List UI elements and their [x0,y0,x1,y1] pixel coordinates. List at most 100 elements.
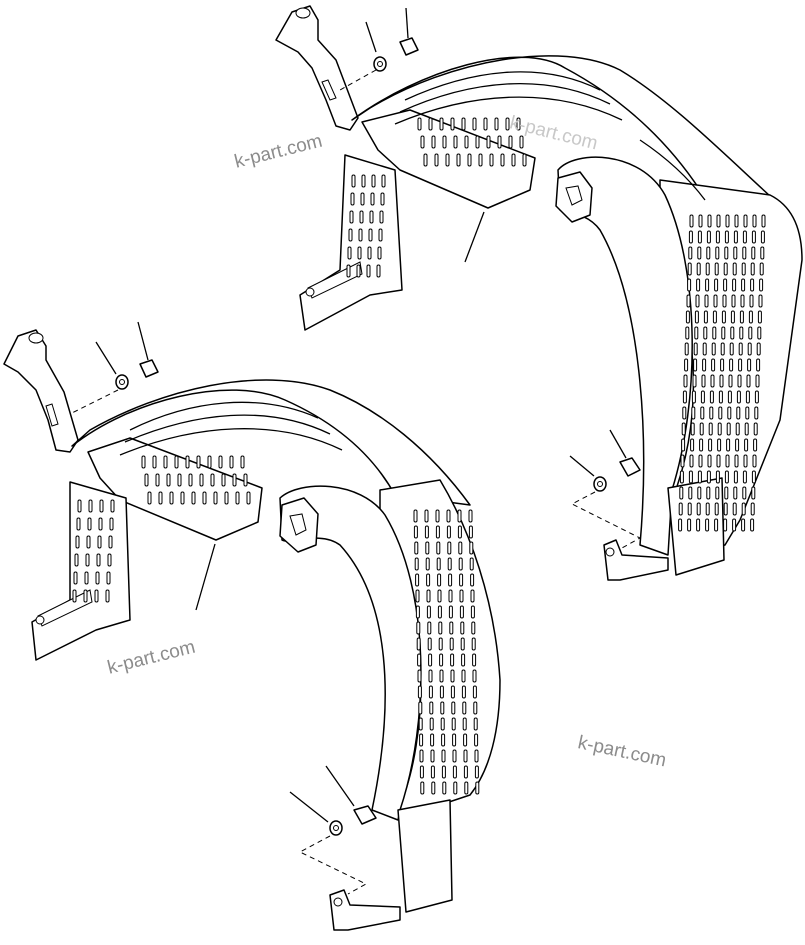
mesh-slot [460,637,465,651]
mesh-slot [84,571,89,585]
mesh-slot [442,135,447,149]
mesh-slot [347,246,352,260]
mesh-slot [723,502,728,516]
mesh-slot [155,473,160,487]
mesh-slot [450,669,455,683]
mesh-slot [511,153,516,167]
mesh-slot [457,525,462,539]
mesh-slot [522,153,527,167]
mesh-slot [744,422,749,436]
mesh-slot [751,230,756,244]
upper-bolt-leader [405,7,409,39]
mesh-slot [464,135,469,149]
mesh-slot [750,518,755,532]
mesh-slot [705,262,710,276]
mesh-slot [709,390,714,404]
mesh-slot [77,499,82,513]
mesh-slot [693,342,698,356]
mesh-slot [696,518,701,532]
mesh-slot [705,518,710,532]
mesh-slot [470,605,475,619]
mesh-slot [350,192,355,206]
mesh-slot [158,491,163,505]
mesh-slot [694,310,699,324]
mesh-slot [505,117,510,131]
mesh-slot [752,214,757,228]
mesh-slot [711,358,716,372]
upper-bolt-top [399,37,419,56]
mesh-slot [733,470,738,484]
mesh-slot [461,117,466,131]
mesh-slot [210,473,215,487]
lower-side-slots [72,455,480,795]
mesh-slot [753,422,758,436]
upper-part-leader [464,211,485,263]
mesh-slot [229,455,234,469]
mesh-slot [688,486,693,500]
mesh-slot [442,781,447,795]
mesh-slot [689,454,694,468]
mesh-slot [724,486,729,500]
mesh-slot [696,278,701,292]
mesh-slot [716,454,721,468]
mesh-slot [750,262,755,276]
mesh-slot [418,701,423,715]
lower-fender [3,329,501,931]
lower-mount-bracket [3,329,79,453]
mesh-slot [519,135,524,149]
mesh-slot [419,733,424,747]
mesh-slot [188,473,193,487]
mesh-slot [191,491,196,505]
mesh-slot [707,214,712,228]
mesh-slot [380,192,385,206]
mesh-slot [429,717,434,731]
mesh-slot [437,573,442,587]
mesh-slot [110,499,115,513]
mesh-slot [681,422,686,436]
mesh-slot [356,264,361,278]
mesh-slot [712,326,717,340]
mesh-slot [734,454,739,468]
mesh-slot [439,685,444,699]
mesh-slot [441,749,446,763]
mesh-slot [420,135,425,149]
mesh-slot [692,374,697,388]
mesh-slot [714,502,719,516]
mesh-slot [428,685,433,699]
mesh-slot [141,455,146,469]
upper-bottom-tab [603,539,669,581]
mesh-slot [708,438,713,452]
mesh-slot [686,294,691,308]
mesh-slot [450,685,455,699]
mesh-slot [732,262,737,276]
mesh-slot [690,438,695,452]
lower-bolt-lower [353,805,377,825]
mesh-slot [207,455,212,469]
mesh-slot [715,486,720,500]
mesh-slot [169,491,174,505]
mesh-slot [439,117,444,131]
mesh-slot [750,278,755,292]
mesh-slot [366,264,371,278]
mesh-slot [752,454,757,468]
mesh-slot [687,278,692,292]
mesh-slot [709,406,714,420]
mesh-slot [700,406,705,420]
mesh-slot [376,264,381,278]
mesh-slot [472,117,477,131]
mesh-slot [711,342,716,356]
mesh-slot [379,210,384,224]
mesh-slot [739,326,744,340]
mesh-slot [721,326,726,340]
mesh-slot [715,230,720,244]
mesh-slot [423,153,428,167]
mesh-slot [516,117,521,131]
mesh-slot [756,358,761,372]
mesh-slot [704,294,709,308]
mesh-slot [714,262,719,276]
mesh-slot [714,518,719,532]
lower-fender-rear-box [87,437,263,541]
mesh-slot [452,749,457,763]
mesh-slot [730,326,735,340]
mesh-slot [458,541,463,555]
